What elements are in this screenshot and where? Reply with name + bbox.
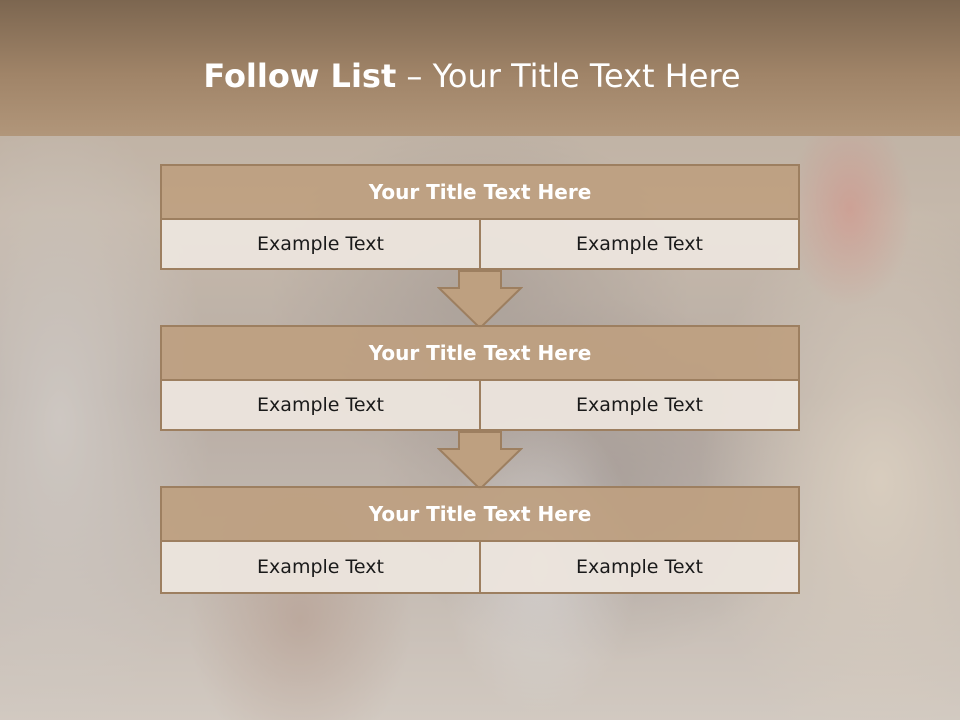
step-title-1: Your Title Text Here bbox=[160, 164, 800, 220]
step-1-left-cell: Example Text bbox=[162, 220, 479, 268]
step-2-right-cell: Example Text bbox=[479, 381, 798, 429]
step-box-2: Your Title Text Here Example Text Exampl… bbox=[160, 325, 800, 431]
step-title-3: Your Title Text Here bbox=[160, 486, 800, 542]
header-band bbox=[0, 0, 960, 136]
down-arrow-2 bbox=[437, 431, 523, 491]
step-1-right-cell: Example Text bbox=[479, 220, 798, 268]
step-2-left-cell: Example Text bbox=[162, 381, 479, 429]
step-box-3: Your Title Text Here Example Text Exampl… bbox=[160, 486, 800, 594]
down-arrow-1 bbox=[437, 270, 523, 330]
step-row-2: Example Text Example Text bbox=[160, 381, 800, 431]
step-3-right-cell: Example Text bbox=[479, 542, 798, 592]
step-row-3: Example Text Example Text bbox=[160, 542, 800, 594]
step-row-1: Example Text Example Text bbox=[160, 220, 800, 270]
slide-title-bold: Follow List bbox=[203, 57, 397, 95]
step-title-2: Your Title Text Here bbox=[160, 325, 800, 381]
step-3-left-cell: Example Text bbox=[162, 542, 479, 592]
slide-title: Follow List – Your Title Text Here bbox=[0, 56, 944, 96]
step-box-1: Your Title Text Here Example Text Exampl… bbox=[160, 164, 800, 270]
slide-title-rest: – Your Title Text Here bbox=[396, 57, 741, 95]
